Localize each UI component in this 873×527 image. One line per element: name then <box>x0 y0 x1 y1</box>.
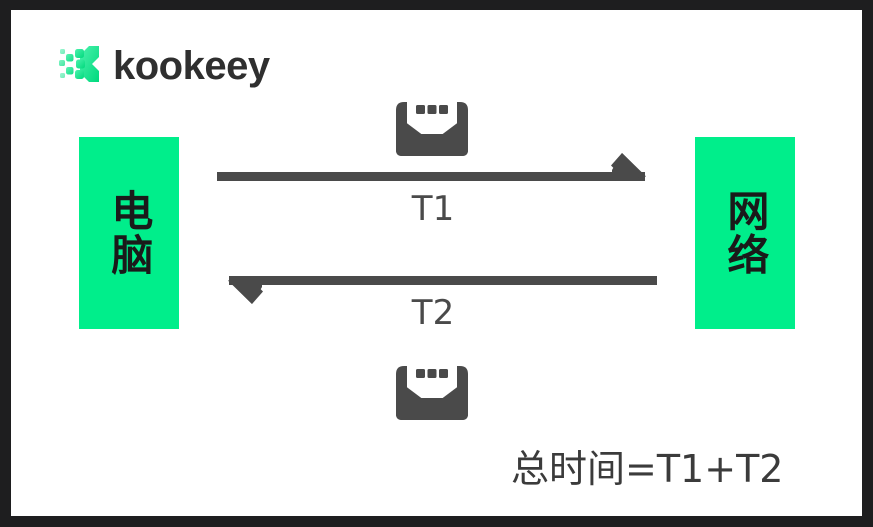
node-computer: 电脑 <box>79 137 179 329</box>
brand-wordmark: kookeey <box>113 44 270 88</box>
envelope-message-icon <box>390 348 474 424</box>
envelope-message-icon <box>390 84 474 160</box>
total-time-formula: 总时间=T1+T2 <box>511 447 784 491</box>
node-network-label: 网络 <box>720 189 770 277</box>
node-network: 网络 <box>695 137 795 329</box>
arrow-label-t1: T1 <box>411 189 455 229</box>
diagram-canvas: kookeey 电脑 网络 T1 T2 <box>11 10 862 516</box>
node-computer-label: 电脑 <box>104 189 154 277</box>
brand-logo: kookeey <box>58 42 318 98</box>
kookeey-k-logo-icon <box>58 44 110 84</box>
arrow-label-t2: T2 <box>411 293 455 333</box>
